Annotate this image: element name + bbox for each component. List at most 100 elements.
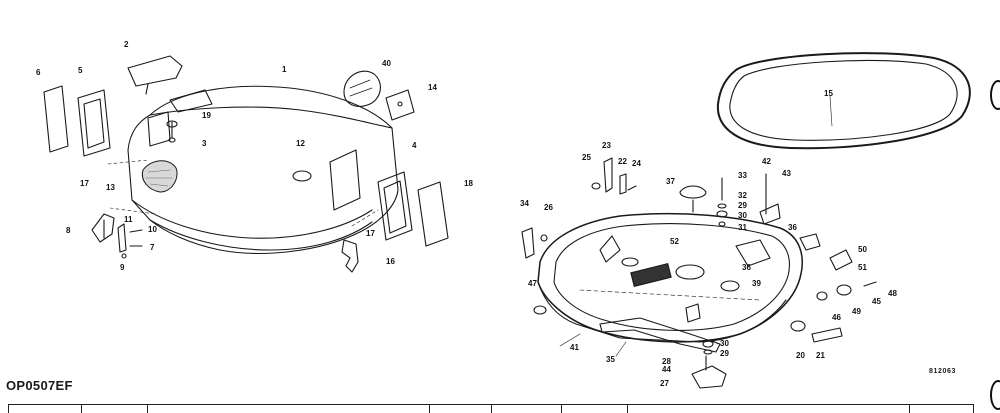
- access-cover-part-2: [127, 55, 183, 87]
- callout-45: 45: [872, 297, 881, 306]
- callout-6: 6: [36, 68, 41, 77]
- filler-opening: [292, 170, 312, 182]
- callout-49: 49: [852, 307, 861, 316]
- callout-28: 28: [662, 357, 671, 366]
- engine-cover-lower-lip: [131, 199, 373, 239]
- callout-19: 19: [202, 111, 211, 120]
- callout-2: 2: [124, 40, 129, 49]
- pan-inner-rim: [553, 223, 790, 331]
- callout-44: 44: [662, 365, 671, 374]
- callout-14: 14: [428, 83, 437, 92]
- foam-texture: [145, 169, 173, 187]
- silencer-foam-pad: [141, 160, 178, 193]
- callout-24: 24: [632, 159, 641, 168]
- pan-bottom-hull: [537, 281, 787, 343]
- callout-27: 27: [660, 379, 669, 388]
- access-cover-tab: [145, 83, 149, 95]
- upper-hardware-parts: [521, 157, 877, 355]
- pan-rib-left: [599, 235, 621, 263]
- callout-51: 51: [858, 263, 867, 272]
- callout-34: 34: [520, 199, 529, 208]
- shift-lever-35: [599, 317, 721, 353]
- side-panel-5: [77, 89, 111, 157]
- callout-25: 25: [582, 153, 591, 162]
- callout-32: 32: [738, 191, 747, 200]
- engine-cover-rim: [149, 219, 373, 251]
- hardware-pouch-40: [343, 70, 381, 107]
- callout-8: 8: [66, 226, 71, 235]
- callout-52: 52: [670, 237, 679, 246]
- parts-table-header-edge: [8, 404, 974, 413]
- callout-36-right: 36: [788, 223, 797, 232]
- callout-12: 12: [296, 139, 305, 148]
- bracket-assembly: [91, 213, 143, 259]
- callout-18: 18: [464, 179, 473, 188]
- callout-33: 33: [738, 171, 747, 180]
- lower-motor-cover-pan: [537, 212, 803, 343]
- callout-7: 7: [150, 243, 155, 252]
- callout-labels: 1 2 3 4 5 6 7 8 9 10 11 12 13 14 15 16 1…: [36, 40, 897, 388]
- side-screen-6: [43, 85, 69, 153]
- rear-panel-4: [377, 171, 413, 241]
- callout-11: 11: [124, 215, 133, 224]
- callout-50: 50: [858, 245, 867, 254]
- callout-36-inner: 36: [742, 263, 751, 272]
- engine-cover-assembly: [127, 85, 399, 254]
- callout-17-left: 17: [80, 179, 89, 188]
- gasket-packet-14: [385, 89, 415, 121]
- pan-drain-boss: [675, 264, 705, 280]
- rear-screen-18: [417, 181, 449, 247]
- callout-39: 39: [752, 279, 761, 288]
- cover-seal-ring-15: [716, 52, 971, 150]
- callout-42: 42: [762, 157, 771, 166]
- callout-31: 31: [738, 223, 747, 232]
- front-intake-window: [147, 111, 171, 147]
- rear-intake-window: [329, 149, 361, 211]
- callout-13: 13: [106, 183, 115, 192]
- pan-rib-right: [735, 239, 771, 267]
- packet-hole: [397, 101, 403, 107]
- callout-48: 48: [888, 289, 897, 298]
- callout-23: 23: [602, 141, 611, 150]
- pan-grommet-left: [621, 257, 639, 267]
- callout-15: 15: [824, 89, 833, 98]
- callout-4: 4: [412, 141, 417, 150]
- pan-plate-52: [630, 263, 672, 287]
- callout-3: 3: [202, 139, 207, 148]
- callout-10: 10: [148, 225, 157, 234]
- binder-edge-mark-bottom: [990, 380, 1000, 410]
- callout-17-right: 17: [366, 229, 375, 238]
- left-leader-dashes: [107, 159, 379, 227]
- right-leader-lines: [559, 95, 833, 357]
- callout-30-bottom: 30: [720, 339, 729, 348]
- callout-9: 9: [120, 263, 125, 272]
- callout-21: 21: [816, 351, 825, 360]
- callout-46: 46: [832, 313, 841, 322]
- pan-cutout-front: [685, 303, 701, 323]
- callout-20: 20: [796, 351, 805, 360]
- callout-22: 22: [618, 157, 627, 166]
- callout-26: 26: [544, 203, 553, 212]
- latch-part-16: [341, 239, 359, 273]
- callout-37: 37: [666, 177, 675, 186]
- callout-43: 43: [782, 169, 791, 178]
- callout-30-top: 30: [738, 211, 747, 220]
- figure-caption: OP0507EF: [6, 378, 73, 393]
- drawing-code: 812063: [929, 368, 956, 375]
- callout-5: 5: [78, 66, 83, 75]
- callout-35: 35: [606, 355, 615, 364]
- callout-29-top: 29: [738, 201, 747, 210]
- callout-41: 41: [570, 343, 579, 352]
- top-vent-recess: [169, 89, 213, 113]
- bracket-part-27: [691, 365, 727, 389]
- callout-1: 1: [282, 65, 287, 74]
- binder-edge-mark-top: [990, 80, 1000, 110]
- cover-screw-19: [166, 120, 178, 143]
- callout-29-bottom: 29: [720, 349, 729, 358]
- pan-seam: [579, 289, 761, 301]
- callout-16: 16: [386, 257, 395, 266]
- pan-grommet-right: [720, 280, 740, 292]
- callout-47: 47: [528, 279, 537, 288]
- callout-40: 40: [382, 59, 391, 68]
